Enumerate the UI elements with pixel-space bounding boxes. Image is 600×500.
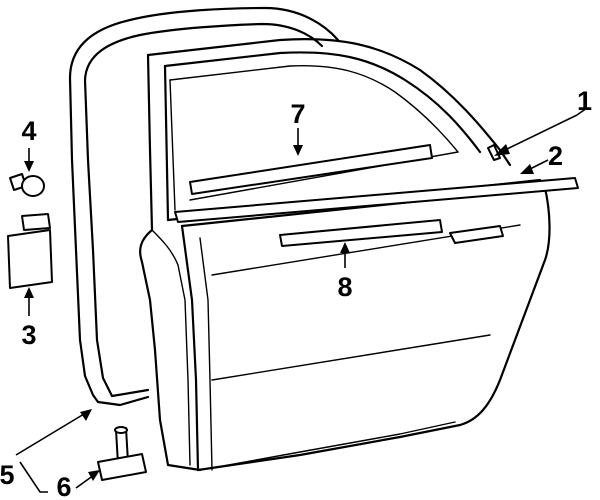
door-weatherstrip (68, 6, 340, 407)
callout-2: 2 (548, 141, 563, 171)
leader-lines (15, 107, 588, 493)
callout-3: 3 (21, 320, 36, 350)
frame-molding-clip (487, 144, 501, 161)
door-bumper (9, 173, 45, 197)
side-molding (279, 219, 443, 247)
callout-labels: 1 2 3 4 5 6 7 8 (0, 86, 592, 500)
inner-belt-weatherstrip (189, 144, 433, 195)
callout-7: 7 (290, 99, 305, 129)
outer-belt-molding (174, 177, 579, 223)
callout-1: 1 (577, 86, 592, 116)
callout-6: 6 (56, 472, 71, 500)
door-switch-block (7, 213, 53, 289)
door-striker (97, 426, 147, 481)
callout-4: 4 (21, 116, 36, 146)
callout-8: 8 (337, 272, 352, 302)
callout-5: 5 (0, 460, 15, 490)
